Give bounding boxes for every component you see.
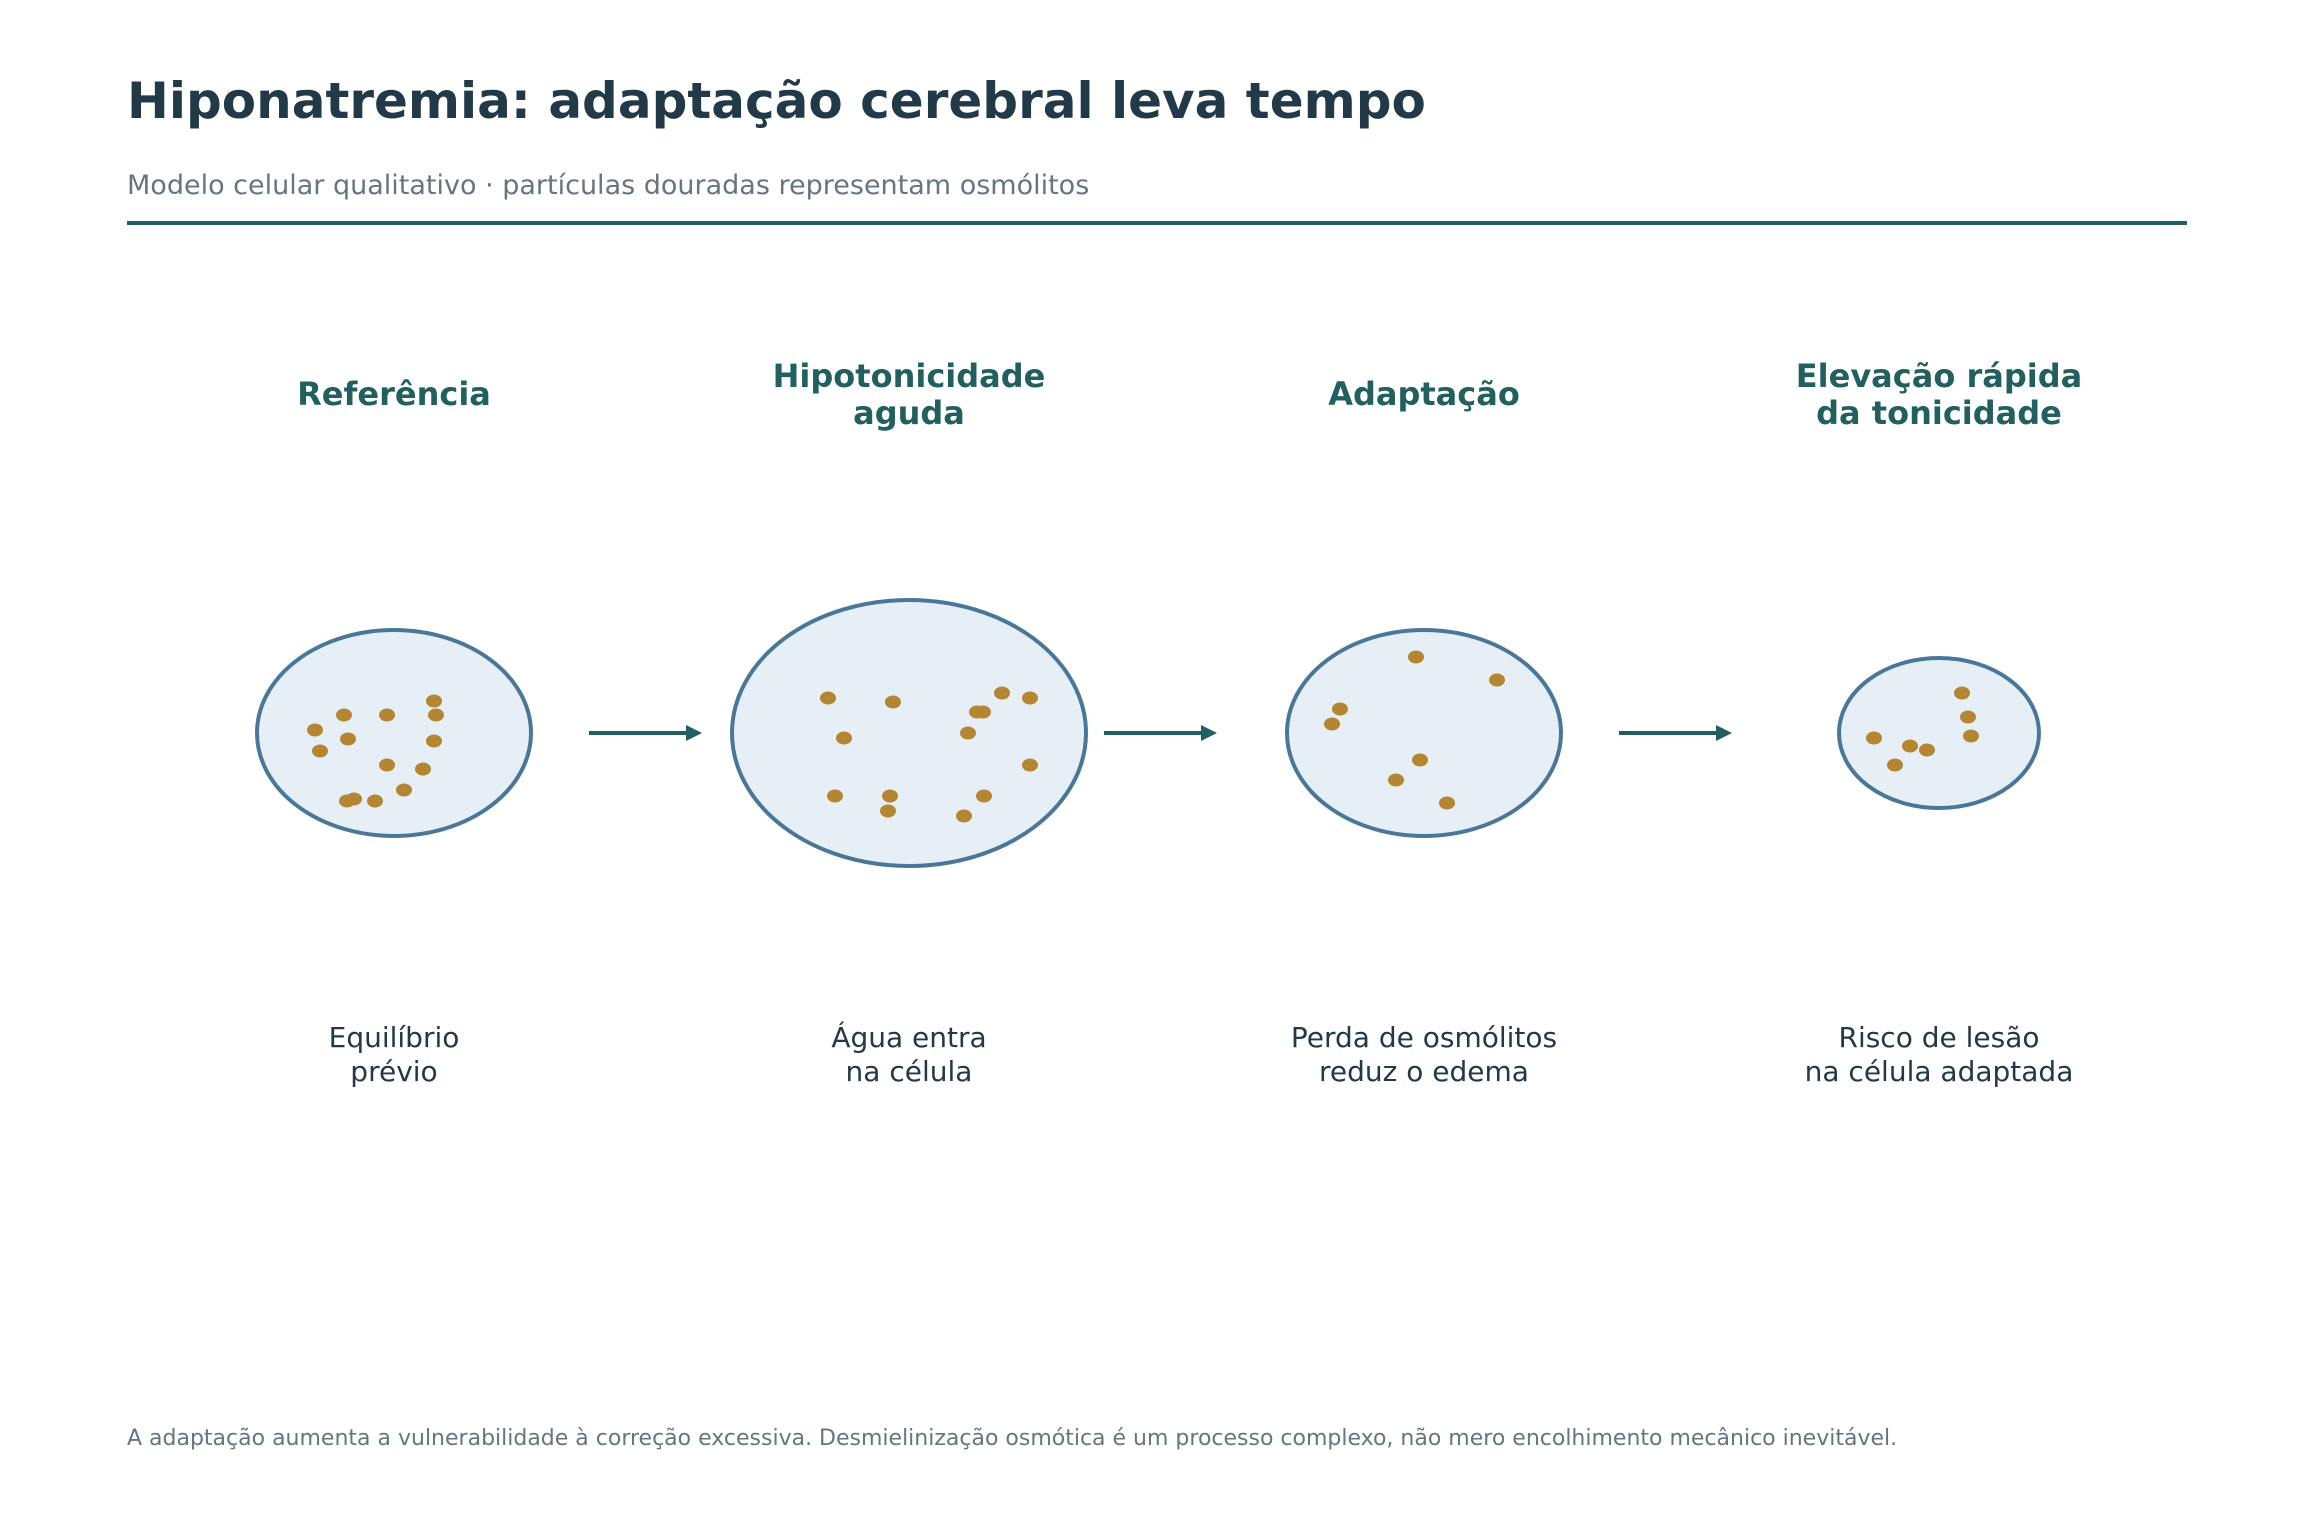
osmolyte-particle bbox=[960, 726, 976, 740]
osmolyte-particle bbox=[428, 708, 444, 722]
osmolyte-particle bbox=[1919, 743, 1935, 757]
stage-caption-rapid-rise: Risco de lesão na célula adaptada bbox=[1804, 1021, 2074, 1088]
osmolyte-particle bbox=[426, 694, 442, 708]
cell-reference bbox=[255, 628, 533, 838]
arrow-3-icon bbox=[1619, 725, 1732, 741]
osmolytes-adaptation bbox=[1324, 650, 1505, 810]
stage-caption-adaptation: Perda de osmólitos reduz o edema bbox=[1290, 1021, 1558, 1088]
cell-membrane-adapted bbox=[1285, 628, 1563, 838]
page-title: Hiponatremia: adaptação cerebral leva te… bbox=[127, 72, 1426, 130]
osmolytes-acute-hypotonicity bbox=[820, 686, 1038, 823]
stage-caption-reference: Equilíbrio prévio bbox=[328, 1021, 460, 1088]
osmolyte-particle bbox=[1324, 717, 1340, 731]
osmolyte-particle bbox=[1022, 691, 1038, 705]
osmolyte-particle bbox=[1960, 710, 1976, 724]
stage-title-reference: Referência bbox=[297, 375, 491, 413]
osmolyte-particle bbox=[379, 758, 395, 772]
cell-membrane-swollen bbox=[730, 598, 1088, 868]
osmolytes-rapid-rise bbox=[1866, 686, 1979, 772]
osmolyte-particle bbox=[885, 695, 901, 709]
cell-rapid-rise bbox=[1837, 656, 2041, 810]
osmolyte-particle bbox=[880, 804, 896, 818]
osmolyte-particle bbox=[827, 789, 843, 803]
osmolyte-particle bbox=[882, 789, 898, 803]
osmolyte-particle bbox=[396, 783, 412, 797]
osmolyte-particle bbox=[1022, 758, 1038, 772]
osmolyte-particle bbox=[1408, 650, 1424, 664]
osmolyte-particle bbox=[340, 732, 356, 746]
cell-acute-hypotonicity bbox=[730, 598, 1088, 868]
osmolyte-particle bbox=[379, 708, 395, 722]
osmolyte-particle bbox=[1963, 729, 1979, 743]
page-subtitle: Modelo celular qualitativo · partículas … bbox=[127, 170, 1090, 201]
arrow-1-icon bbox=[589, 725, 702, 741]
osmolyte-particle bbox=[1954, 686, 1970, 700]
osmolyte-particle bbox=[1489, 673, 1505, 687]
arrow-2-icon bbox=[1104, 725, 1217, 741]
osmolytes-reference bbox=[307, 694, 444, 808]
osmolyte-particle bbox=[1887, 758, 1903, 772]
osmolyte-particle bbox=[1439, 796, 1455, 810]
osmolyte-particle bbox=[820, 691, 836, 705]
osmolyte-particle bbox=[426, 734, 442, 748]
osmolyte-particle bbox=[956, 809, 972, 823]
stage-title-adaptation: Adaptação bbox=[1328, 375, 1520, 413]
osmolyte-particle bbox=[415, 762, 431, 776]
osmolyte-particle bbox=[994, 686, 1010, 700]
osmolyte-particle bbox=[836, 731, 852, 745]
osmolyte-particle bbox=[367, 794, 383, 808]
osmolyte-particle bbox=[307, 723, 323, 737]
osmolyte-particle bbox=[976, 789, 992, 803]
stage-title-acute-hypotonicity: Hipotonicidade aguda bbox=[772, 357, 1046, 432]
osmolyte-particle bbox=[1902, 739, 1918, 753]
osmolyte-particle bbox=[1866, 731, 1882, 745]
osmolyte-particle bbox=[1332, 702, 1348, 716]
cell-membrane-shrunken bbox=[1837, 656, 2041, 810]
footnote: A adaptação aumenta a vulnerabilidade à … bbox=[127, 1426, 1898, 1451]
header-divider bbox=[127, 221, 2187, 225]
osmolyte-particle bbox=[336, 708, 352, 722]
stage-caption-acute-hypotonicity: Água entra na célula bbox=[831, 1021, 987, 1088]
osmolyte-particle bbox=[312, 744, 328, 758]
cell-adaptation bbox=[1285, 628, 1563, 838]
cell-membrane-reference bbox=[255, 628, 533, 838]
osmolyte-particle bbox=[339, 794, 355, 808]
stage-title-rapid-rise: Elevação rápida da tonicidade bbox=[1795, 357, 2083, 432]
osmolyte-particle bbox=[1388, 773, 1404, 787]
osmolyte-particle bbox=[1412, 753, 1428, 767]
osmolyte-particle bbox=[975, 705, 991, 719]
